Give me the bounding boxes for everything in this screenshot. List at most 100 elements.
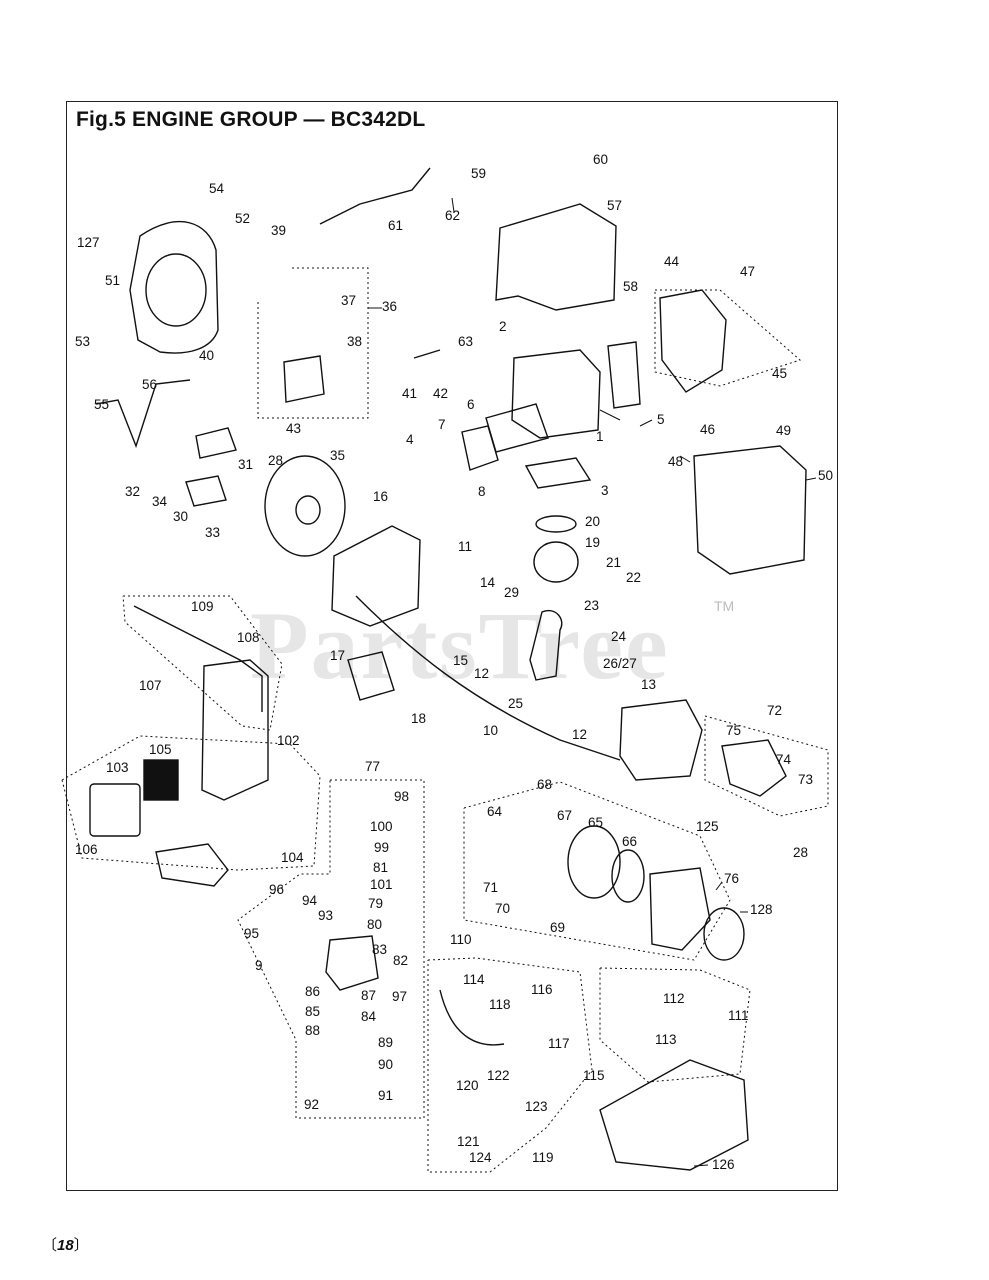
part-label: 40 [199, 348, 215, 363]
group-outlines [61, 267, 829, 1173]
part-label: 58 [623, 279, 639, 294]
part-label: 119 [532, 1150, 554, 1165]
part-label: 13 [641, 677, 657, 692]
part-label: 7 [438, 417, 446, 432]
fuel-pipe [439, 989, 505, 1046]
part-label: 10 [483, 723, 499, 738]
part-label: 81 [373, 860, 389, 875]
figure-title: Fig.5 ENGINE GROUP — BC342DL [76, 108, 426, 131]
part-label: 42 [433, 386, 449, 401]
part-label: 62 [445, 208, 461, 223]
part-label: 4 [406, 432, 414, 447]
part-label: 18 [411, 711, 427, 726]
part-label: 105 [149, 742, 172, 757]
part-label: 126 [712, 1157, 735, 1172]
part-label: 69 [550, 920, 566, 935]
part-label: 103 [106, 760, 129, 775]
part-label: 74 [776, 752, 792, 767]
air-cleaner-cover [155, 843, 229, 887]
part-label: 41 [402, 386, 418, 401]
part-label: 8 [478, 484, 486, 499]
part-label: 71 [483, 880, 499, 895]
part-label: 79 [368, 896, 384, 911]
part-label: 49 [776, 423, 792, 438]
part-label: 12 [572, 727, 588, 742]
leader-lines [368, 197, 817, 1167]
part-label: 111 [728, 1008, 749, 1023]
part-label: 101 [370, 877, 393, 892]
part-label: 28 [793, 845, 809, 860]
part-label: 70 [495, 901, 511, 916]
figure-frame [66, 101, 838, 1191]
part-label: 98 [394, 789, 410, 804]
flywheel-hub [295, 495, 321, 525]
part-label: 47 [740, 264, 756, 279]
part-label: 26/27 [603, 656, 637, 671]
part-label: 59 [471, 166, 487, 181]
part-label: 106 [75, 842, 98, 857]
part-label: 43 [286, 421, 302, 436]
connecting-rod [529, 609, 563, 681]
part-label: 115 [583, 1068, 605, 1083]
part-label: 100 [370, 819, 393, 834]
part-label: 102 [277, 733, 300, 748]
seal-ring [703, 907, 745, 961]
part-label: 65 [588, 815, 604, 830]
part-label: 92 [304, 1097, 320, 1112]
part-label: 31 [238, 457, 254, 472]
part-label: 127 [77, 235, 100, 250]
part-label: 3 [601, 483, 609, 498]
part-label: 66 [622, 834, 638, 849]
watermark: PartsTree [250, 592, 670, 699]
part-label: 89 [378, 1035, 394, 1050]
part-label: 93 [318, 908, 334, 923]
cylinder [511, 349, 601, 439]
hook-wire [95, 379, 191, 449]
part-label: 63 [458, 334, 474, 349]
plug-cap [413, 349, 441, 359]
part-label: 87 [361, 988, 377, 1003]
watermark-tm: TM [714, 598, 735, 614]
part-label: 86 [305, 984, 321, 999]
air-filter [89, 783, 141, 837]
part-label: 11 [458, 539, 473, 554]
part-label: 124 [469, 1150, 492, 1165]
part-label: 19 [585, 535, 601, 550]
part-label: 51 [105, 273, 121, 288]
part-label: 94 [302, 893, 318, 908]
cable-harness [319, 167, 431, 225]
clutch-plate [185, 475, 227, 507]
crankcase-right [619, 699, 703, 781]
part-label: 75 [726, 723, 742, 738]
part-label: 38 [347, 334, 363, 349]
part-label: 83 [372, 942, 388, 957]
throttle-cable [133, 605, 263, 712]
part-label: 84 [361, 1009, 377, 1024]
part-label: 5 [657, 412, 665, 427]
part-label: 73 [798, 772, 814, 787]
page-number-value: 18 [57, 1237, 74, 1254]
part-label: 121 [457, 1134, 480, 1149]
part-label: 37 [341, 293, 357, 308]
part-label: 52 [235, 211, 251, 226]
part-label: 22 [626, 570, 642, 585]
part-label: 44 [664, 254, 680, 269]
part-label: 46 [700, 422, 716, 437]
part-label: 36 [382, 299, 398, 314]
part-label: 14 [480, 575, 496, 590]
part-label: 56 [142, 377, 158, 392]
part-label: 114 [463, 972, 485, 987]
muffler [693, 445, 807, 575]
part-label: 1 [596, 429, 604, 444]
part-label: 15 [453, 653, 469, 668]
part-label: 110 [450, 932, 472, 947]
gasket [485, 403, 549, 453]
part-label: 28 [268, 453, 284, 468]
part-label: 99 [374, 840, 390, 855]
cylinder-cover [495, 203, 617, 311]
part-label: 77 [365, 759, 381, 774]
component-shapes [89, 167, 807, 1171]
part-label: 80 [367, 917, 383, 932]
page-number: 〔18〕 [42, 1237, 89, 1254]
